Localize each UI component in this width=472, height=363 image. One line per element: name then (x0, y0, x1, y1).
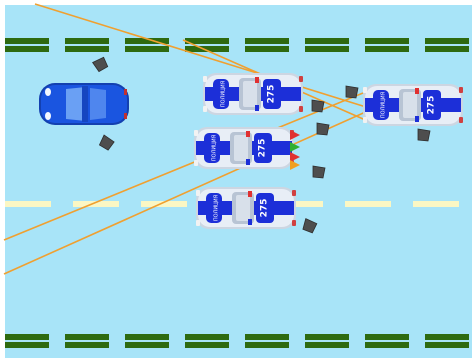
light-green-icon (290, 142, 300, 152)
direction-marker-icon[interactable] (312, 165, 326, 179)
lane-marking-bottom (5, 334, 469, 348)
lane-dash-gap (125, 44, 169, 46)
lane-dash-gap (305, 44, 349, 46)
lane-dash-gap (245, 44, 289, 46)
laser-beam (3, 109, 371, 275)
direction-marker-icon[interactable] (316, 122, 330, 136)
light-red-icon (290, 130, 300, 140)
lane-dash-gap (5, 44, 49, 46)
police-car-number: 275 (258, 139, 268, 158)
police-decal: ПОЛИЦИЯ (381, 92, 387, 118)
police-car-middle[interactable]: ПОЛИЦИЯ 275 (194, 127, 294, 169)
lane-dash-gap (65, 340, 109, 342)
direction-marker-icon[interactable] (345, 85, 359, 99)
lane-dash-gap (5, 340, 49, 342)
police-car-right[interactable]: ПОЛИЦИЯ 275 (363, 84, 463, 126)
police-car-number: 275 (267, 85, 277, 104)
laser-beam (34, 3, 367, 108)
lane-dash-gap (305, 340, 349, 342)
lane-dash-gap (425, 44, 469, 46)
player-car[interactable] (39, 83, 129, 125)
laser-beam (3, 92, 364, 241)
lane-dash (73, 201, 119, 207)
lane-dash (277, 201, 323, 207)
lane-dash-gap (365, 44, 409, 46)
lane-dash (5, 201, 51, 207)
light-red-icon (290, 152, 300, 162)
lane-dash-gap (65, 44, 109, 46)
lane-dash-gap (185, 340, 229, 342)
lane-dash-gap (425, 340, 469, 342)
direction-marker-icon[interactable] (417, 128, 431, 142)
police-decal: ПОЛИЦИЯ (212, 135, 218, 161)
lane-dash (413, 201, 459, 207)
police-car-number: 275 (260, 199, 270, 218)
police-car-top[interactable]: ПОЛИЦИЯ 275 (203, 73, 303, 115)
lane-dash-gap (185, 44, 229, 46)
lane-dash-gap (365, 340, 409, 342)
lane-dash-gap (245, 340, 289, 342)
road (5, 5, 472, 358)
lane-marking-top (5, 38, 469, 52)
police-car-number: 275 (427, 96, 437, 115)
traffic-light (290, 130, 300, 170)
police-decal: ПОЛИЦИЯ (221, 81, 227, 107)
lane-dash (141, 201, 187, 207)
police-car-bottom[interactable]: ПОЛИЦИЯ 275 (196, 187, 296, 229)
light-orange-icon (290, 160, 300, 170)
police-decal: ПОЛИЦИЯ (214, 195, 220, 221)
lane-dash-gap (125, 340, 169, 342)
lane-dash (345, 201, 391, 207)
direction-marker-icon[interactable] (311, 99, 325, 113)
